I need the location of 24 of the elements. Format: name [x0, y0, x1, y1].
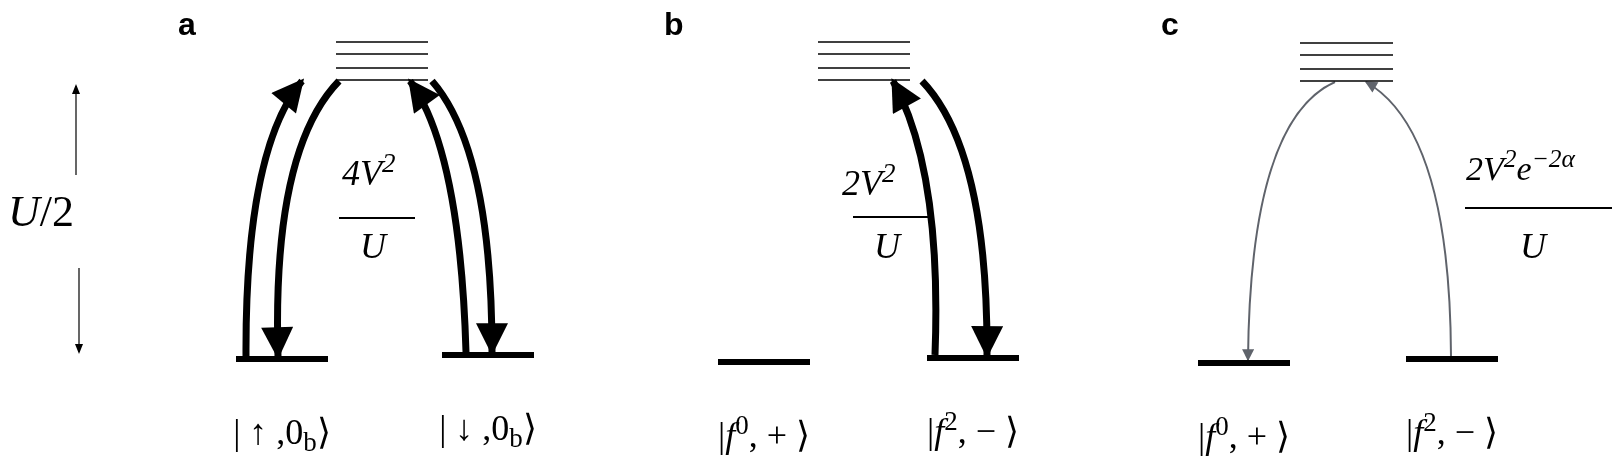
state-label: | ↓ ,0$_{b}$⟩	[439, 410, 537, 446]
rate-numerator: 2V$^{2}$e$^{−2α}$	[1466, 152, 1575, 186]
panel-label: a	[178, 8, 196, 40]
rate-numerator: 4V$^{2}$	[342, 155, 396, 191]
state-label: | ↑ ,0$_{b}$⟩	[233, 414, 331, 450]
state-label: |f$^{0}$, + ⟩	[717, 417, 810, 453]
state-label: |f$^{0}$, + ⟩	[1197, 418, 1290, 454]
state-label: |f$^{2}$, − ⟩	[926, 413, 1019, 449]
energy-level-stack	[1300, 42, 1393, 82]
energy-gap-label: U/2	[8, 190, 74, 234]
rate-denominator: U	[1520, 228, 1546, 264]
transition-arrow	[407, 78, 470, 353]
energy-level-stack	[818, 41, 910, 81]
transition-arrow	[1365, 81, 1452, 357]
state-label: |f$^{2}$, − ⟩	[1405, 414, 1498, 450]
panel-label: c	[1161, 8, 1179, 40]
transition-arrow	[889, 78, 940, 356]
rate-numerator: 2V$^{2}$	[842, 165, 896, 201]
rate-denominator: U	[360, 228, 386, 264]
rate-denominator: U	[874, 228, 900, 264]
transition-arrow	[1242, 81, 1336, 362]
transition-arrow	[242, 78, 305, 357]
energy-level-stack	[336, 41, 428, 81]
panel-label: b	[664, 8, 684, 40]
